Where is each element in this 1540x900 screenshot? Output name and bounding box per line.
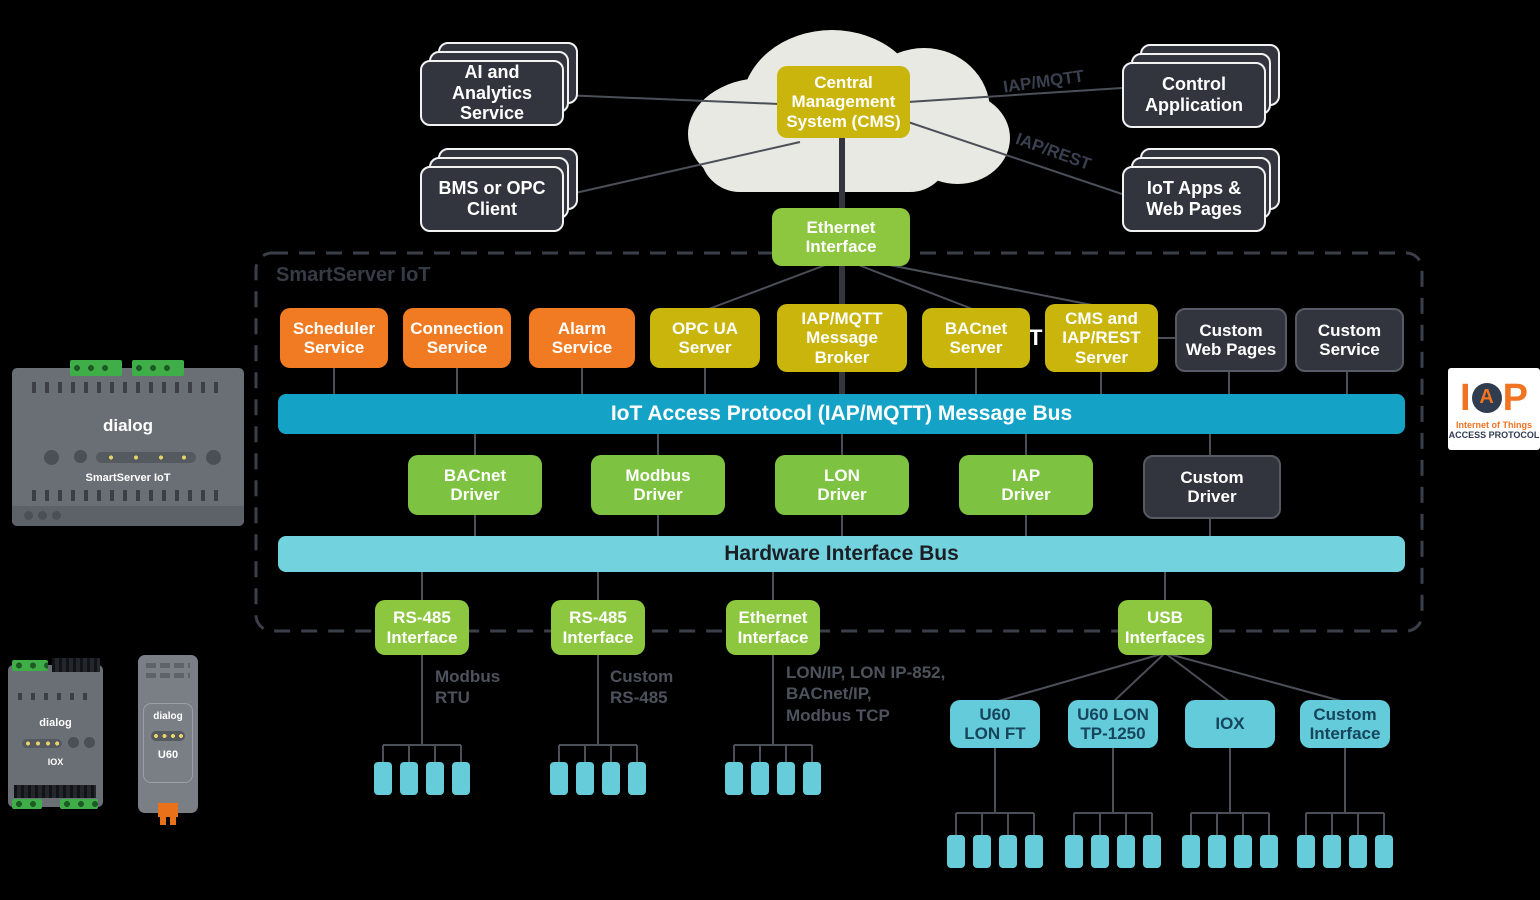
node-opc-ua-server: OPC UA Server [650,308,760,368]
node-iap-mqtt-message-broker: IAP/MQTT Message Broker [777,304,907,372]
iap-protocol-logo: I A P Internet of Things ACCESS PROTOCOL [1448,368,1540,450]
device-label: U60 [157,749,179,761]
node-label: AI and Analytics Service [420,60,564,126]
node-custom-service: Custom Service [1295,308,1404,372]
node-label: BMS or OPC Client [420,166,564,232]
device-brand: dialog [39,717,72,729]
device-label: SmartServer IoT [85,472,171,484]
device-brand: dialog [102,416,154,435]
node-bms-opc-client: BMS or OPC Client [420,148,578,232]
node-custom-web-pages: Custom Web Pages [1175,308,1287,372]
label-custom-rs485: Custom RS-485 [610,667,674,708]
node-custom-driver: Custom Driver [1143,455,1281,519]
node-bacnet-server: BACnet Server [922,308,1030,368]
iap-logo-letter-i: I [1460,376,1471,419]
node-usb-interfaces: USB Interfaces [1118,600,1212,655]
node-iap-driver: IAP Driver [959,455,1093,515]
iap-logo-line2: ACCESS PROTOCOL [1448,429,1540,440]
node-control-application: Control Application [1122,44,1280,128]
node-connection-service: Connection Service [403,308,511,368]
node-rs485-interface-1: RS-485 Interface [375,600,469,655]
node-cms: Central Management System (CMS) [777,66,910,138]
iox-device-photo: dialog IOX [8,658,103,809]
iap-logo-circle-a-icon: A [1471,382,1502,413]
u60-device-photo: dialog U60 [138,655,198,825]
node-label: IoT Apps & Web Pages [1122,166,1266,232]
node-modbus-driver: Modbus Driver [591,455,725,515]
node-u60-lon-ft: U60 LON FT [950,700,1040,748]
node-ai-analytics-service: AI and Analytics Service [420,42,578,126]
node-cms-iap-rest-server: CMS and IAP/REST Server [1045,304,1158,372]
iap-logo-letter-p: P [1502,376,1528,419]
node-bacnet-driver: BACnet Driver [408,455,542,515]
node-ethernet-interface-top: Ethernet Interface [772,208,910,266]
label-lon-ip-protocols: LON/IP, LON IP-852, BACnet/IP, Modbus TC… [786,663,946,725]
node-ethernet-interface-bottom: Ethernet Interface [726,600,820,655]
node-scheduler-service: Scheduler Service [280,308,388,368]
node-lon-driver: LON Driver [775,455,909,515]
label-modbus-rtu: Modbus RTU [435,667,501,708]
node-label: Control Application [1122,62,1266,128]
smartserver-container-title: SmartServer IoT [276,264,431,286]
hidden-label-artifact: T [1029,325,1043,350]
node-custom-interface: Custom Interface [1300,700,1390,748]
node-u60-lon-tp1250: U60 LON TP-1250 [1068,700,1158,748]
smartserver-device-photo: dialog SmartServer IoT [12,360,244,526]
node-rs485-interface-2: RS-485 Interface [551,600,645,655]
iap-logo-line1: Internet of Things [1456,419,1532,430]
node-alarm-service: Alarm Service [529,308,635,368]
hardware-interface-bus: Hardware Interface Bus [278,536,1405,572]
device-label: IOX [47,757,64,767]
iap-message-bus: IoT Access Protocol (IAP/MQTT) Message B… [278,394,1405,434]
device-brand: dialog [153,711,183,722]
node-iot-apps-web-pages: IoT Apps & Web Pages [1122,148,1280,232]
node-iox: IOX [1185,700,1275,748]
